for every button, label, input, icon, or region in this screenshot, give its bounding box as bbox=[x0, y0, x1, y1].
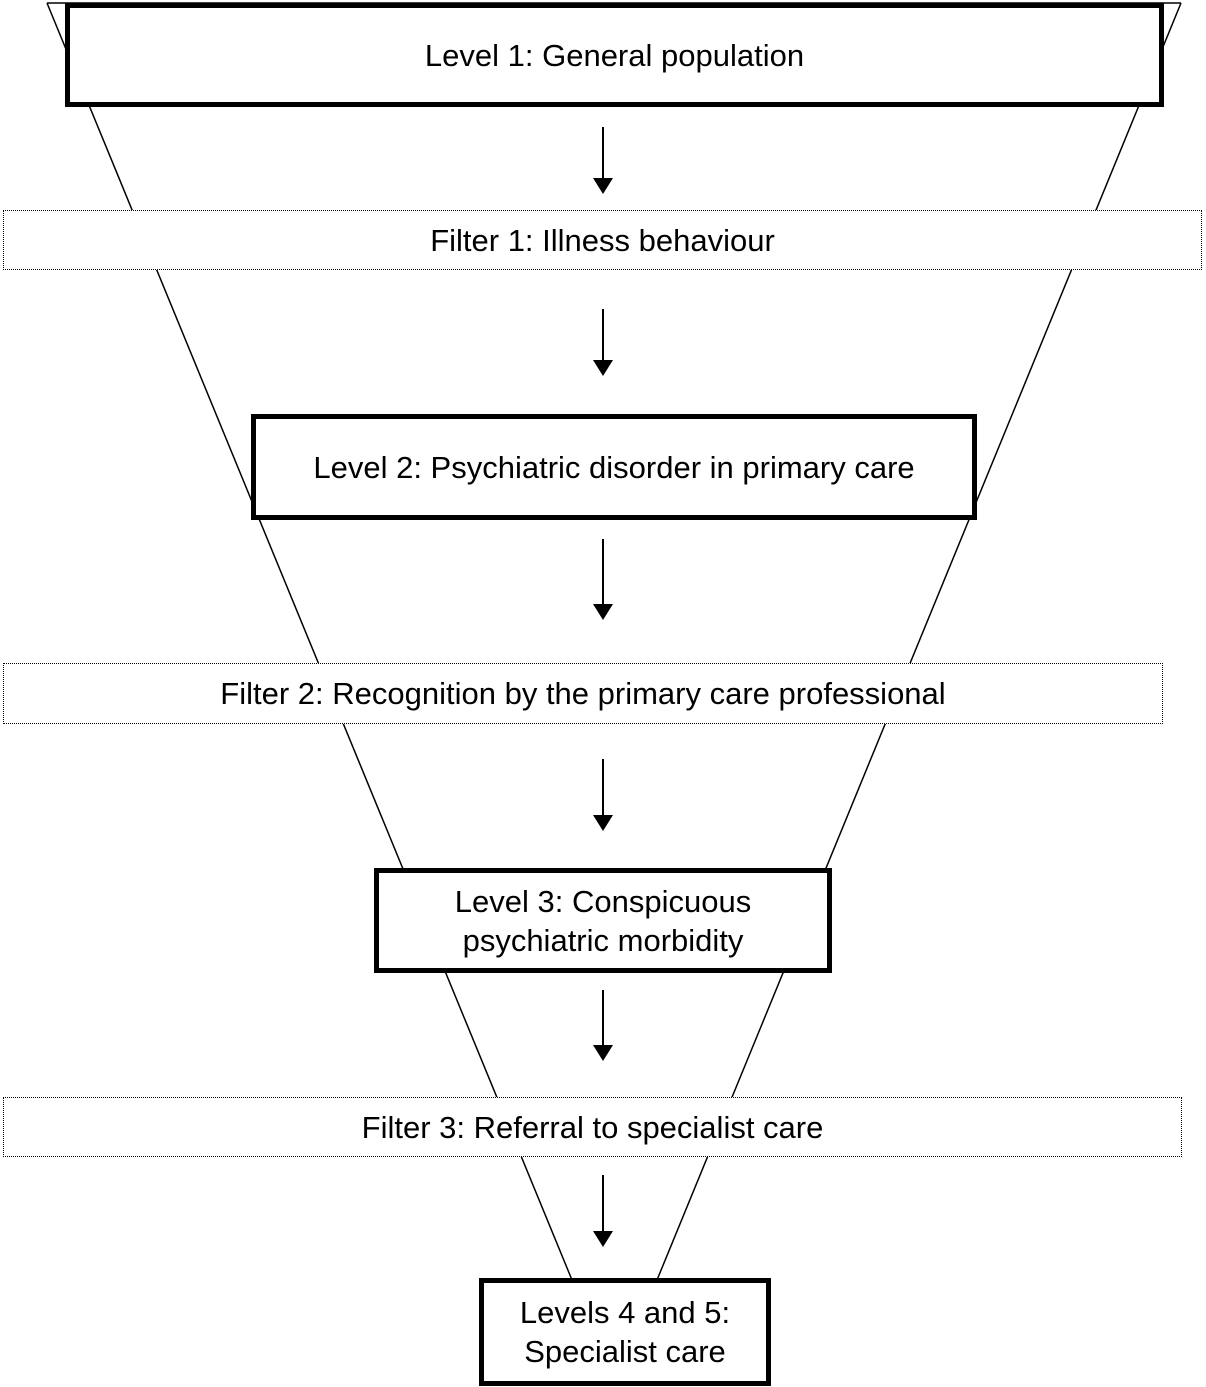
level-2-label: Level 2: Psychiatric disorder in primary… bbox=[313, 449, 915, 485]
level-3-box: Level 3: Conspicuous psychiatric morbidi… bbox=[374, 868, 832, 973]
level-4-5-label: Levels 4 and 5: Specialist care bbox=[519, 1295, 731, 1369]
arrow-level1-to-filter1 bbox=[593, 127, 613, 194]
filter-3-box: Filter 3: Referral to specialist care bbox=[3, 1097, 1182, 1157]
level-2-box: Level 2: Psychiatric disorder in primary… bbox=[251, 414, 977, 520]
filter-1-label: Filter 1: Illness behaviour bbox=[430, 222, 775, 258]
funnel-left-edge bbox=[46, 2, 573, 1281]
arrow-filter1-to-level2 bbox=[593, 309, 613, 376]
filter-3-label: Filter 3: Referral to specialist care bbox=[361, 1109, 824, 1145]
filter-2-label: Filter 2: Recognition by the primary car… bbox=[220, 676, 946, 711]
level-1-box: Level 1: General population bbox=[65, 3, 1164, 107]
arrow-level3-to-filter3 bbox=[593, 990, 613, 1061]
funnel-right-edge bbox=[656, 2, 1182, 1281]
level-3-label: Level 3: Conspicuous psychiatric morbidi… bbox=[454, 883, 752, 958]
filter-1-box: Filter 1: Illness behaviour bbox=[3, 210, 1202, 270]
level-1-label: Level 1: General population bbox=[424, 37, 805, 73]
arrow-level2-to-filter2 bbox=[593, 539, 613, 620]
filter-2-box: Filter 2: Recognition by the primary car… bbox=[3, 663, 1163, 724]
arrow-filter2-to-level3 bbox=[593, 759, 613, 831]
level-4-5-box: Levels 4 and 5: Specialist care bbox=[479, 1278, 771, 1386]
arrow-filter3-to-level45 bbox=[593, 1175, 613, 1247]
